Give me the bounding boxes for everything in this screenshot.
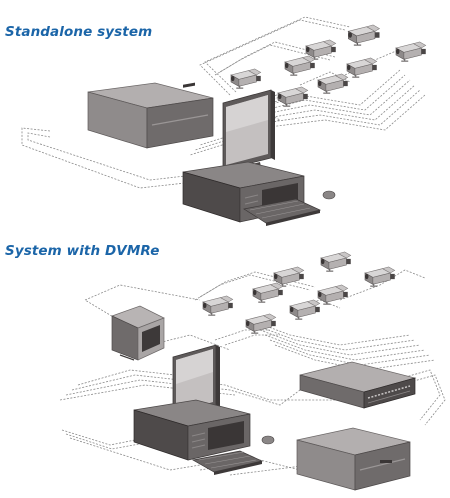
- section-title-dvmre: System with DVMRe: [5, 243, 160, 259]
- crt-monitor-icon: [111, 305, 165, 361]
- mouse-icon: [322, 190, 336, 200]
- keyboard-icon: [243, 198, 322, 226]
- camera-icon-s1-4: [284, 55, 316, 76]
- monitor-icon-2: [172, 344, 220, 425]
- camera-icon-s2-1: [320, 251, 352, 272]
- keyboard-icon-2: [192, 450, 264, 475]
- recorder-icon: [87, 82, 214, 149]
- workstation-icon: [182, 161, 305, 223]
- camera-icon-s1-7: [317, 73, 349, 94]
- camera-icon-s1-3: [395, 41, 427, 62]
- recorder-icon-2: [296, 427, 411, 491]
- mouse-icon-2: [261, 435, 275, 445]
- camera-icon-s1-6: [230, 68, 262, 89]
- camera-icon-s2-3: [364, 266, 396, 287]
- camera-icon-s1-5: [346, 57, 378, 78]
- camera-icon-s2-5: [317, 284, 349, 305]
- camera-icon-s2-4: [252, 282, 284, 303]
- dvmre-recorder-icon: [299, 361, 417, 409]
- section-title-standalone: Standalone system: [5, 24, 153, 40]
- camera-icon-s2-6: [202, 295, 234, 316]
- camera-icon-s1-1: [347, 24, 381, 46]
- camera-icon-s2-7: [289, 299, 321, 320]
- workstation-icon-2: [133, 399, 251, 461]
